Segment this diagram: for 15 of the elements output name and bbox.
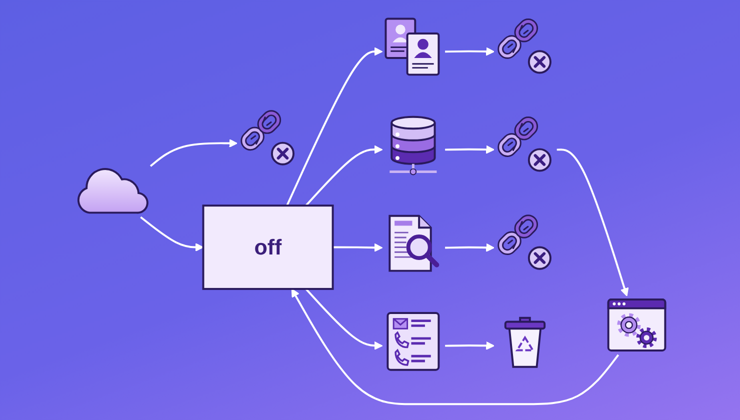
node-picture [386, 312, 440, 371]
arrow [556, 148, 629, 296]
arrow [140, 216, 204, 252]
node-box: off [202, 204, 334, 290]
arrow [445, 341, 494, 350]
node-cloud [77, 168, 148, 214]
arrow [332, 243, 383, 252]
arrow [445, 47, 494, 56]
arrow [445, 145, 494, 154]
arrow [445, 243, 494, 252]
arrow [291, 288, 620, 406]
arrow [305, 145, 383, 206]
arrow [305, 288, 383, 350]
arrow [150, 138, 238, 167]
arrow [286, 47, 383, 206]
